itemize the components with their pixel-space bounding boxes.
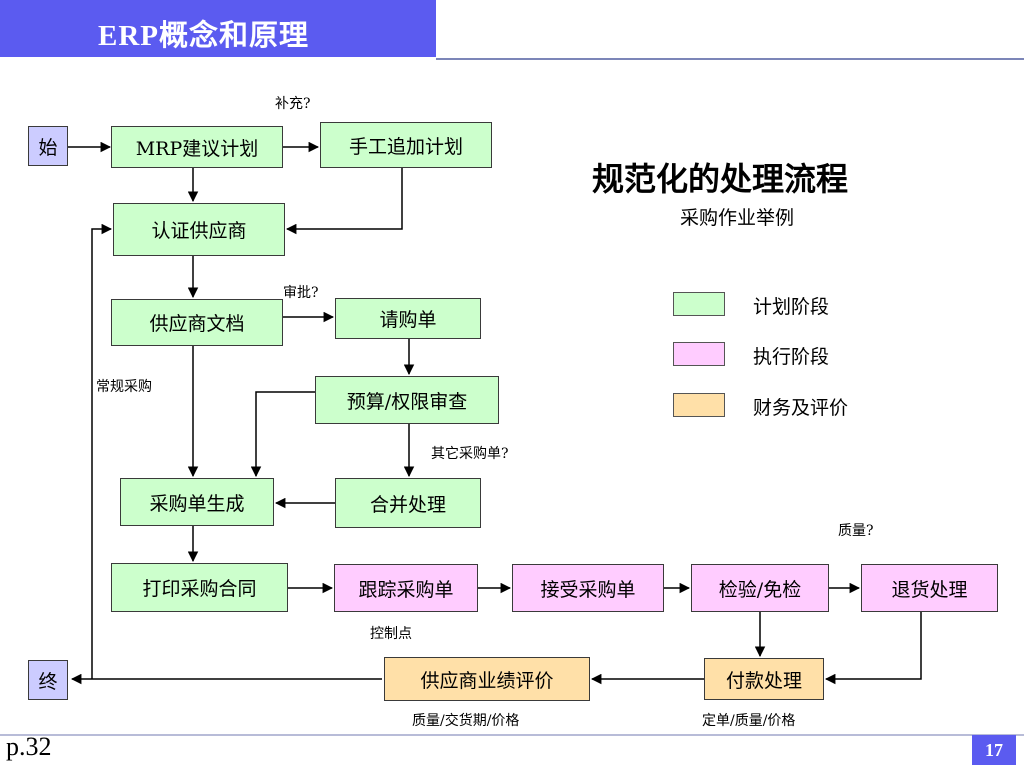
- annotation-approve: 审批?: [283, 285, 319, 301]
- node-inspect: 检验/免检: [691, 564, 829, 612]
- footer-divider: [0, 734, 1024, 736]
- annotation-payment-criteria: 定单/质量/价格: [702, 713, 796, 729]
- slide-number: 17: [972, 735, 1016, 765]
- node-mrp-plan: MRP建议计划: [111, 126, 283, 168]
- node-supplier-evaluation: 供应商业绩评价: [384, 657, 590, 701]
- node-return: 退货处理: [861, 564, 998, 612]
- legend-label-finance: 财务及评价: [753, 397, 849, 419]
- node-manual-plan: 手工追加计划: [320, 122, 492, 168]
- node-start: 始: [28, 126, 68, 166]
- node-receive-po: 接受采购单: [512, 564, 664, 612]
- slide-title: ERP概念和原理: [98, 20, 310, 52]
- node-print-contract: 打印采购合同: [111, 563, 288, 612]
- node-end: 终: [28, 660, 68, 700]
- arrow-return-pay: [824, 612, 922, 685]
- arrow-budget-po: [250, 391, 315, 478]
- legend-swatch-planning: [673, 292, 725, 316]
- legend-swatch-finance: [673, 393, 725, 417]
- annotation-supplement: 补充?: [275, 96, 311, 112]
- annotation-evaluation-criteria: 质量/交货期/价格: [412, 713, 520, 729]
- node-certify-supplier: 认证供应商: [113, 203, 285, 256]
- diagram-subtitle: 采购作业举例: [680, 207, 795, 229]
- node-supplier-doc: 供应商文档: [111, 299, 283, 346]
- annotation-quality: 质量?: [838, 523, 874, 539]
- arrow-manual-certify: [285, 168, 403, 235]
- title-divider: [436, 58, 1024, 60]
- annotation-control-point: 控制点: [370, 626, 412, 642]
- node-requisition: 请购单: [335, 298, 481, 339]
- page-reference: p.32: [6, 732, 52, 761]
- arrow-regular-loop: [91, 223, 113, 679]
- diagram-title: 规范化的处理流程: [592, 160, 849, 198]
- annotation-other-po: 其它采购单?: [431, 446, 509, 462]
- node-payment: 付款处理: [704, 658, 824, 700]
- title-bar: [0, 0, 436, 57]
- node-merge: 合并处理: [335, 478, 481, 528]
- node-track-po: 跟踪采购单: [334, 564, 478, 612]
- legend-label-planning: 计划阶段: [753, 296, 830, 318]
- legend-label-execution: 执行阶段: [753, 346, 830, 368]
- legend-swatch-execution: [673, 342, 725, 366]
- annotation-regular-purchase: 常规采购: [96, 379, 152, 395]
- node-po-generation: 采购单生成: [120, 478, 274, 526]
- node-budget-review: 预算/权限审查: [315, 376, 499, 424]
